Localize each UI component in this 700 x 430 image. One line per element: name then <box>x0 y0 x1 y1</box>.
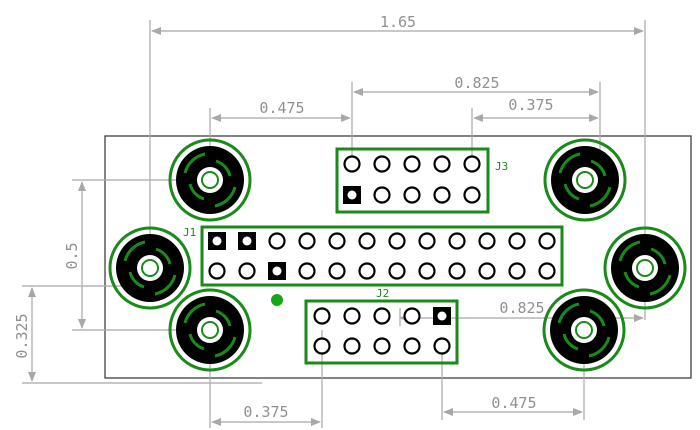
dimension-lines <box>22 20 646 428</box>
dim-bottom-offset: 0.325 <box>13 313 31 358</box>
mounting-hole <box>603 226 687 310</box>
dim-j1-to-j3: 0.475 <box>259 99 304 117</box>
j1-pad <box>508 262 526 280</box>
j3-outline <box>335 147 490 214</box>
j1-pad <box>358 232 376 250</box>
j1-pad <box>358 262 376 280</box>
mounting-hole <box>542 288 626 372</box>
j3-pad <box>463 155 481 173</box>
dim-j2-left: 0.375 <box>243 403 288 421</box>
j2-pad <box>373 337 391 355</box>
j1-pad <box>208 262 226 280</box>
j1-pad <box>238 262 256 280</box>
j1-pad <box>298 232 316 250</box>
j2-pad <box>403 307 421 325</box>
j1-pad <box>478 262 496 280</box>
j2-pad <box>343 337 361 355</box>
mounting-hole <box>168 138 252 222</box>
j1-pad <box>418 232 436 250</box>
dim-j3-right: 0.375 <box>508 96 553 114</box>
j3-pad <box>433 186 451 204</box>
j3-pad-hole <box>347 190 357 200</box>
j3-pad <box>343 155 361 173</box>
j3-pins <box>343 155 481 204</box>
j2-pad <box>313 307 331 325</box>
j1-pad <box>418 262 436 280</box>
dim-vertical-pitch: 0.5 <box>63 242 81 269</box>
j1-pad <box>478 232 496 250</box>
j1-label: J1 <box>183 226 196 239</box>
j2-outline <box>304 299 459 365</box>
j2-pad <box>433 337 451 355</box>
j1-pad-hole <box>242 236 252 246</box>
j1-pad-hole <box>212 236 222 246</box>
dim-j3-offset: 0.825 <box>454 74 499 92</box>
j1-pad <box>328 262 346 280</box>
mounting-hole <box>168 288 252 372</box>
j1-pad <box>538 262 556 280</box>
j2-pad <box>373 307 391 325</box>
j1-pins <box>208 232 556 280</box>
j1-pad <box>538 232 556 250</box>
j3-pad <box>373 155 391 173</box>
j1-pad <box>298 262 316 280</box>
j1-pad-hole <box>272 266 282 276</box>
j3-pad <box>433 155 451 173</box>
j2-pad <box>343 307 361 325</box>
j2-pad <box>403 337 421 355</box>
j2-label: J2 <box>376 287 389 300</box>
j1-pad <box>268 232 286 250</box>
dim-j2-right: 0.825 <box>499 299 544 317</box>
j3-pad <box>403 186 421 204</box>
mounting-hole <box>108 226 192 310</box>
j2-pins <box>313 307 451 355</box>
j2-pad <box>313 337 331 355</box>
j3-pad <box>463 186 481 204</box>
j1-pad <box>328 232 346 250</box>
mounting-holes <box>108 138 687 372</box>
dim-j2-bottom: 0.475 <box>491 394 536 412</box>
dim-total-width: 1.65 <box>380 13 416 31</box>
j1-outline <box>200 225 564 287</box>
j1-pad <box>448 232 466 250</box>
j1-pad <box>388 232 406 250</box>
j2-pad-hole <box>437 311 447 321</box>
fiducial-dot <box>271 294 283 306</box>
j3-pad <box>403 155 421 173</box>
j3-label: J3 <box>495 160 508 173</box>
j3-pad <box>373 186 391 204</box>
j1-pad <box>388 262 406 280</box>
j1-pad <box>448 262 466 280</box>
mounting-hole <box>543 138 627 222</box>
j1-pad <box>508 232 526 250</box>
